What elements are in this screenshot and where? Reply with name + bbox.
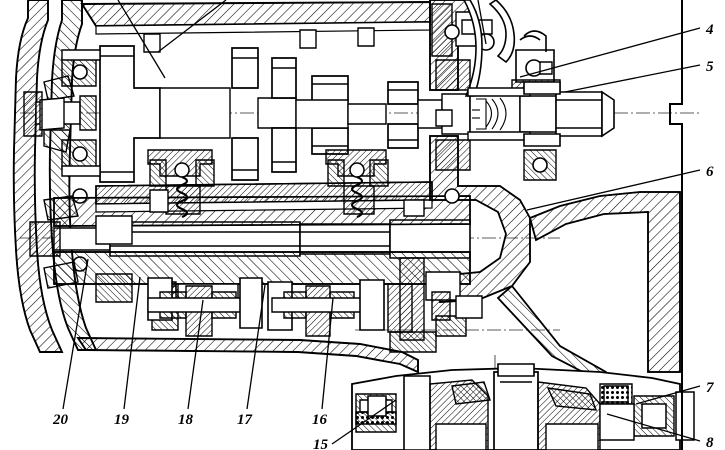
callout-7: 7 <box>635 380 714 405</box>
callout-8: 8 <box>606 413 714 450</box>
callout-18: 18 <box>178 299 204 428</box>
final-drive-differential <box>351 363 695 450</box>
rear-output-bearing-cap <box>435 24 561 204</box>
selector-detent-housing <box>511 30 561 91</box>
callout-16: 16 <box>312 297 334 428</box>
callout-number: 8 <box>706 435 714 450</box>
layshaft-lower <box>53 219 471 259</box>
callout-number: 15 <box>313 437 329 450</box>
front-oil-seal-assembly <box>23 75 75 153</box>
shift-fork-detent-right <box>325 149 389 218</box>
leader-line <box>187 299 204 410</box>
callout-number: 6 <box>706 164 714 180</box>
shift-fork-detent-left <box>147 149 215 218</box>
lower-gear-cluster <box>147 277 413 337</box>
gearbox-case-top-wall <box>80 1 431 35</box>
callout-cTopB <box>157 0 227 53</box>
callout-5: 5 <box>564 59 714 93</box>
leader-line <box>246 284 266 410</box>
case-internal-rib <box>389 257 461 353</box>
leader-line <box>117 0 166 79</box>
callout-19: 19 <box>114 276 141 428</box>
callout-20: 20 <box>52 258 89 428</box>
leader-line <box>321 297 334 410</box>
callout-number: 17 <box>237 412 253 428</box>
callout-cTopA <box>117 0 166 79</box>
callout-number: 7 <box>706 380 714 396</box>
leader-line <box>331 399 397 445</box>
leader-line <box>564 64 701 93</box>
leader-line <box>606 413 701 442</box>
leader-line <box>635 385 701 405</box>
callout-number: 19 <box>114 412 130 428</box>
leader-line <box>519 27 701 78</box>
front-main-bearing <box>61 49 101 272</box>
leader-line <box>157 0 227 53</box>
callout-number: 20 <box>52 412 69 428</box>
callout-number: 18 <box>178 412 194 428</box>
callout-6: 6 <box>526 164 714 211</box>
leader-line <box>123 276 141 410</box>
layshaft-front-bearing <box>29 195 133 303</box>
callout-17: 17 <box>237 284 266 428</box>
fasteners <box>403 109 483 337</box>
callout-layer: 4 5 6 7 8 15 16 17 18 19 20 <box>52 0 714 450</box>
rear-extension-housing <box>429 0 681 386</box>
callout-15: 15 <box>313 399 397 450</box>
callout-number: 5 <box>706 59 714 75</box>
case-right-outline <box>669 0 683 450</box>
case-top-details <box>143 27 375 53</box>
callout-number: 16 <box>312 412 328 428</box>
callout-number: 4 <box>705 22 714 38</box>
callout-cTopC <box>477 0 487 45</box>
leader-line <box>526 169 701 211</box>
leader-line <box>477 0 487 45</box>
gearbox-case-bottom-wall <box>76 337 419 374</box>
callout-4: 4 <box>519 22 714 78</box>
leader-line <box>62 258 89 410</box>
